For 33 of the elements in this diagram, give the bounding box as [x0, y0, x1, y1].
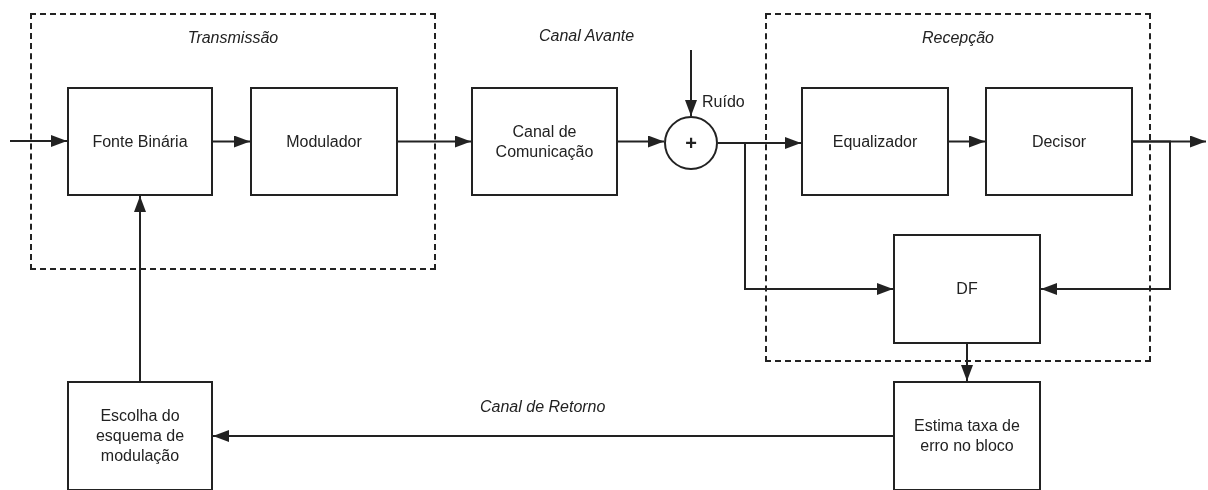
group-title: Transmissão	[187, 29, 279, 47]
process-box	[471, 87, 618, 196]
process-box	[250, 87, 398, 196]
box-label: Escolha do esquema de modulação	[94, 406, 186, 466]
box-label: Canal de Comunicação	[494, 121, 595, 162]
box-label: Estima taxa de erro no bloco	[913, 416, 1021, 456]
arrow	[717, 142, 894, 295]
process-box	[893, 234, 1041, 344]
arrow	[617, 135, 665, 148]
arrow	[212, 430, 894, 442]
arrow	[948, 135, 986, 148]
arrow	[1040, 140, 1171, 295]
arrow	[961, 343, 973, 382]
arrow	[397, 135, 472, 148]
process-box	[893, 381, 1041, 490]
dashed-group-frame	[30, 13, 436, 270]
process-box	[67, 381, 213, 490]
box-label: Modulador	[286, 131, 362, 152]
plus-sign: +	[685, 130, 697, 156]
summing-junction	[664, 116, 718, 170]
box-label: DF	[956, 279, 978, 299]
process-box	[67, 87, 213, 196]
box-label: Fonte Binária	[92, 131, 188, 152]
group-title: Recepção	[921, 29, 994, 47]
arrow	[212, 135, 251, 148]
process-box	[801, 87, 949, 196]
arrow	[685, 49, 697, 117]
arrow	[134, 195, 146, 382]
box-label: Equalizador	[832, 131, 918, 152]
dashed-group-frame	[765, 13, 1151, 362]
arrow	[9, 135, 68, 147]
box-label: Decisor	[1031, 131, 1087, 152]
process-box	[985, 87, 1133, 196]
